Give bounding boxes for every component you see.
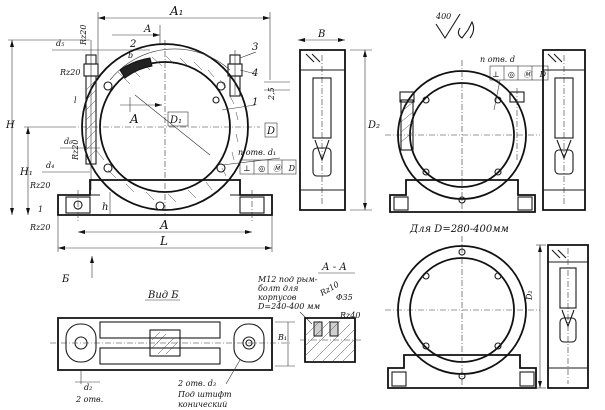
dim-phi35: Φ35	[336, 293, 353, 302]
dim-A-center: A	[129, 112, 139, 126]
right-side-view-upper: Для D=280-400мм	[409, 49, 586, 235]
view-B: Вид Б B₁ d₂ 2 отв. 2 отв. d₃ Под штифт к…	[50, 290, 295, 409]
upper-right-bolt-hatch	[400, 101, 414, 143]
dim-A-bottom: A	[159, 218, 169, 232]
note-m12-3: корпусов	[258, 293, 297, 302]
dim-L: L	[159, 234, 168, 248]
rz20-e: Rz20	[29, 223, 50, 232]
section-AA: М12 под рым- болт для корпусов D=240-400…	[257, 262, 362, 363]
ref-1-base: 1	[38, 205, 43, 214]
dim-h: h	[102, 202, 108, 213]
dim-d6: d₆	[64, 137, 73, 146]
dim-d5: d₅	[56, 39, 65, 48]
tolerance-frame-1: ⊥ ◎ Ⓜ D	[243, 164, 296, 173]
lower-right-side-view: D₂	[525, 244, 589, 389]
view-B-title: Вид Б	[147, 290, 179, 301]
roughness-value: 400	[435, 12, 451, 21]
holes-d1-label: n отв. d₁	[238, 148, 276, 157]
view-arrow-B: Б	[61, 274, 70, 285]
note-m12-2: болт для	[258, 284, 298, 293]
rz20-a: Rz20	[79, 25, 88, 46]
ref-3: 3	[252, 42, 258, 53]
ref-2: 2	[129, 39, 136, 50]
dim-2-5: 2,5	[267, 87, 276, 101]
dim-D2-right: D₂	[525, 290, 534, 301]
dim-H1: H₁	[19, 167, 33, 178]
holes-d-label: n отв. d	[480, 55, 515, 64]
two-holes: 2 отв.	[75, 395, 103, 404]
note-m12-1: М12 под рым-	[257, 275, 318, 284]
main-front-view: A₁ A 2 b d₅ Rz20	[5, 4, 297, 285]
dim-d4: d₄	[46, 161, 54, 170]
lower-right-front-view	[385, 236, 540, 389]
tolerance-frame-2: ⊥ ◎ Ⓜ D	[492, 70, 547, 79]
dim-D-box: D	[266, 126, 275, 137]
view-B-hatch	[151, 331, 179, 355]
dim-b: b	[128, 51, 133, 60]
dim-B1: B₁	[277, 333, 287, 342]
pin-label-2: конический	[178, 400, 227, 409]
two-holes-d3: 2 отв. d₃	[177, 379, 216, 388]
ref-1: 1	[252, 97, 258, 108]
dim-d2-bottom: d₂	[84, 383, 92, 392]
dim-A1: A₁	[169, 4, 183, 18]
dim-D1: D₁	[169, 115, 182, 126]
dim-H: H	[5, 120, 15, 131]
upper-right-view: 400 n отв. d ⊥ ◎ Ⓜ D	[385, 12, 549, 213]
section-AA-title: А - А	[321, 262, 347, 273]
dim-D2-side: D₂	[367, 120, 380, 131]
left-bolt-hatch	[85, 79, 97, 161]
rz20-c: Rz20	[71, 140, 80, 161]
pin-label-1: Под штифт	[177, 390, 232, 399]
rz40: Rz40	[339, 311, 360, 320]
note-for-D: Для D=280-400мм	[409, 224, 509, 235]
side-view: B D₂	[298, 29, 380, 211]
ref-l: l	[74, 96, 77, 105]
note-m12-4: D=240-400 мм	[257, 302, 321, 311]
dim-B: B	[317, 29, 325, 40]
rz20-b: Rz20	[59, 68, 80, 77]
section-AA-hatch	[304, 320, 356, 363]
dim-A-top: A	[143, 24, 151, 35]
rz20-d: Rz20	[29, 181, 50, 190]
